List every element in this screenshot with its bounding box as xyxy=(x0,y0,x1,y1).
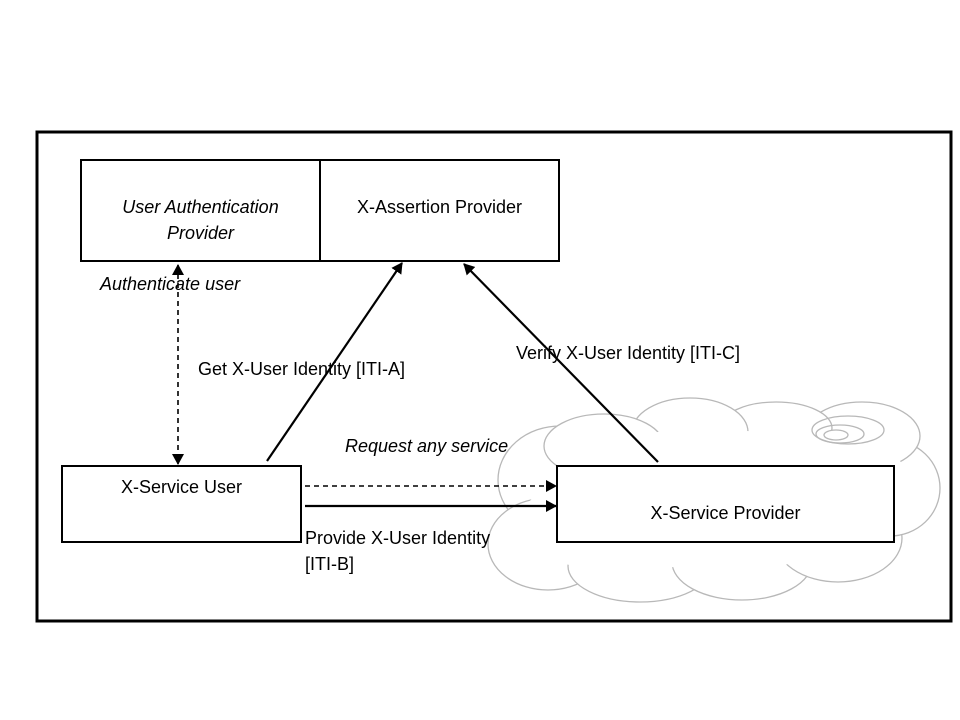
get-identity-label: Get X-User Identity [ITI-A] xyxy=(198,359,406,379)
verify-identity-label: Verify X-User Identity [ITI-C] xyxy=(516,343,741,363)
service-provider-box xyxy=(556,465,895,543)
service-user-label: X-Service User xyxy=(120,477,243,497)
provide-identity-label-line2: [ITI-B] xyxy=(305,554,354,574)
user-auth-provider-line2: Provider xyxy=(166,223,235,243)
request-service-label: Request any service xyxy=(345,436,509,456)
service-provider-label: X-Service Provider xyxy=(650,503,801,523)
assertion-provider-label: X-Assertion Provider xyxy=(356,197,523,217)
assertion-provider-box xyxy=(319,159,560,262)
verify-identity-arrow xyxy=(463,263,659,463)
provide-identity-label-line1: Provide X-User Identity xyxy=(305,528,491,548)
get-identity-arrow xyxy=(266,262,403,462)
service-user-box xyxy=(61,465,302,543)
user-auth-provider-box xyxy=(80,159,321,262)
authenticate-user-label: Authenticate user xyxy=(100,274,241,294)
user-auth-provider-label: User Authentication Provider xyxy=(81,194,320,246)
cloud-puff-icon xyxy=(811,415,885,445)
user-auth-provider-line1: User Authentication xyxy=(122,197,279,217)
